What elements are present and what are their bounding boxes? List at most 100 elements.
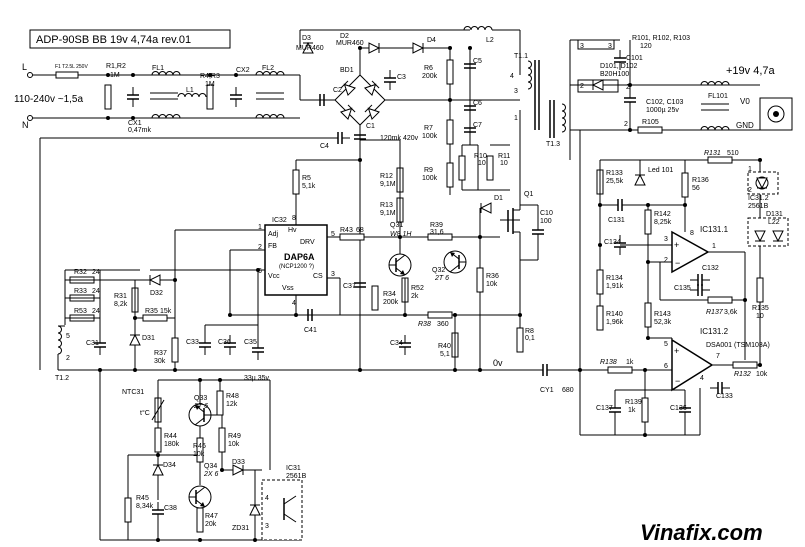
svg-text:4: 4	[700, 375, 704, 382]
r4r3-value: 1M	[205, 81, 215, 88]
svg-text:−: −	[675, 376, 680, 386]
r1r2-value: 1M	[110, 72, 120, 79]
resistor-r37	[171, 337, 179, 363]
c102-value: 1000µ 25v	[646, 107, 679, 114]
r44-label: R44	[164, 433, 177, 440]
d2-value: MUR460	[336, 40, 364, 47]
resistor-r4r3	[206, 84, 214, 110]
inductor-l1	[177, 93, 207, 98]
r143-value: 52,3k	[654, 319, 672, 326]
r6-label: R6	[424, 65, 433, 72]
ic131-1-ref: IC131.1	[700, 225, 729, 234]
resistor-r11	[486, 155, 494, 181]
c36-label: C36	[218, 339, 231, 346]
terminal-n	[27, 115, 33, 121]
opto-ic31	[261, 479, 303, 541]
junction-dots	[98, 46, 762, 542]
r40-value: 5,1	[440, 351, 450, 358]
svg-text:6: 6	[258, 268, 262, 275]
transformer-t1-1	[527, 60, 532, 90]
r31-label: R31	[114, 293, 127, 300]
r37-value: 30k	[154, 358, 166, 365]
cx1-value: 0,47mk	[128, 127, 151, 134]
r12-value: 9,1M	[380, 181, 396, 188]
diode-d2	[368, 42, 380, 54]
terminal-l	[27, 72, 33, 78]
r36-label: R36	[486, 273, 499, 280]
resistor-r143	[644, 302, 652, 328]
cap-c135	[689, 283, 711, 297]
cap-c33	[198, 334, 212, 356]
d101-label: D101, D102	[600, 63, 637, 70]
cap-c132	[689, 273, 711, 287]
r49-value: 10k	[228, 441, 240, 448]
svg-text:5: 5	[66, 333, 70, 340]
inductor-l2	[463, 26, 493, 31]
c35-value: 33µ 35v	[244, 375, 270, 382]
d31-label: D31	[142, 335, 155, 342]
label-neutral: N	[22, 120, 29, 130]
resistor-r134	[596, 269, 604, 295]
r49-label: R49	[228, 433, 241, 440]
resistor-r8	[516, 327, 524, 353]
q33-label: Q33	[194, 395, 207, 402]
resistor-r139	[641, 397, 649, 423]
c131-label: C131	[608, 217, 625, 224]
r7-value: 100k	[422, 133, 438, 140]
resistor-r132	[732, 361, 758, 369]
input-voltage: 110-240v ~1,5a	[14, 94, 83, 105]
c1-value: 120mk 420v	[380, 135, 419, 142]
c35-label: C35	[244, 339, 257, 346]
r11-label: R11	[498, 153, 510, 160]
r9-value: 100k	[422, 175, 438, 182]
r13-label: R13	[380, 202, 393, 209]
d32-label: D32	[150, 290, 163, 297]
svg-text:4: 4	[265, 495, 269, 502]
bridge-bd1	[334, 74, 386, 126]
resistor-r7	[446, 119, 454, 145]
ic32-pin-vss: Vss	[282, 285, 294, 292]
diode-d1	[480, 202, 492, 214]
r140-label: R140	[606, 311, 623, 318]
svg-text:8: 8	[292, 215, 296, 222]
r35-value: 15k	[160, 308, 172, 315]
r142-label: R142	[654, 211, 671, 218]
r31-value: 8,2k	[114, 301, 128, 308]
svg-text:2: 2	[664, 257, 668, 264]
svg-text:3: 3	[664, 236, 668, 243]
r43-value: 68	[356, 227, 364, 234]
ntc31-label: NTC31	[122, 389, 144, 396]
resistor-r46	[196, 437, 204, 463]
transistor-q31	[388, 253, 412, 277]
transistor-q34	[188, 485, 212, 509]
d3-label: D3	[302, 35, 311, 42]
choke-fl1-a	[151, 71, 181, 76]
r143-label: R143	[654, 311, 671, 318]
r11-value: 10	[500, 160, 508, 167]
q31-label: Q31	[390, 222, 403, 229]
svg-text:3: 3	[608, 43, 612, 50]
ic31-2-part: 2561B	[748, 203, 769, 210]
cap-c131	[609, 198, 631, 212]
svg-text:1: 1	[748, 166, 752, 173]
watermark: Vinafix.com	[640, 520, 763, 545]
r46-value: 10k	[193, 451, 205, 458]
svg-text:8: 8	[690, 230, 694, 237]
ic32-pin-cs: CS	[313, 273, 323, 280]
ic131-2-ref: IC131.2	[700, 327, 729, 336]
transformer-t1-3	[561, 103, 566, 133]
r136-label: R136	[692, 177, 709, 184]
bd1-label: BD1	[340, 67, 354, 74]
cy1-label: CY1	[540, 387, 554, 394]
ic32-ref: IC32	[272, 217, 287, 224]
d34-label: D34	[163, 462, 176, 469]
resistor-r48	[216, 390, 224, 416]
diode-d32	[149, 274, 161, 286]
resistor-r135	[756, 277, 764, 303]
zener-zd31	[249, 504, 261, 516]
c137-label: C137	[596, 405, 613, 412]
c6-label: C6	[473, 100, 482, 107]
r36-value: 10k	[486, 281, 498, 288]
r8-value: 0,1	[525, 335, 535, 342]
